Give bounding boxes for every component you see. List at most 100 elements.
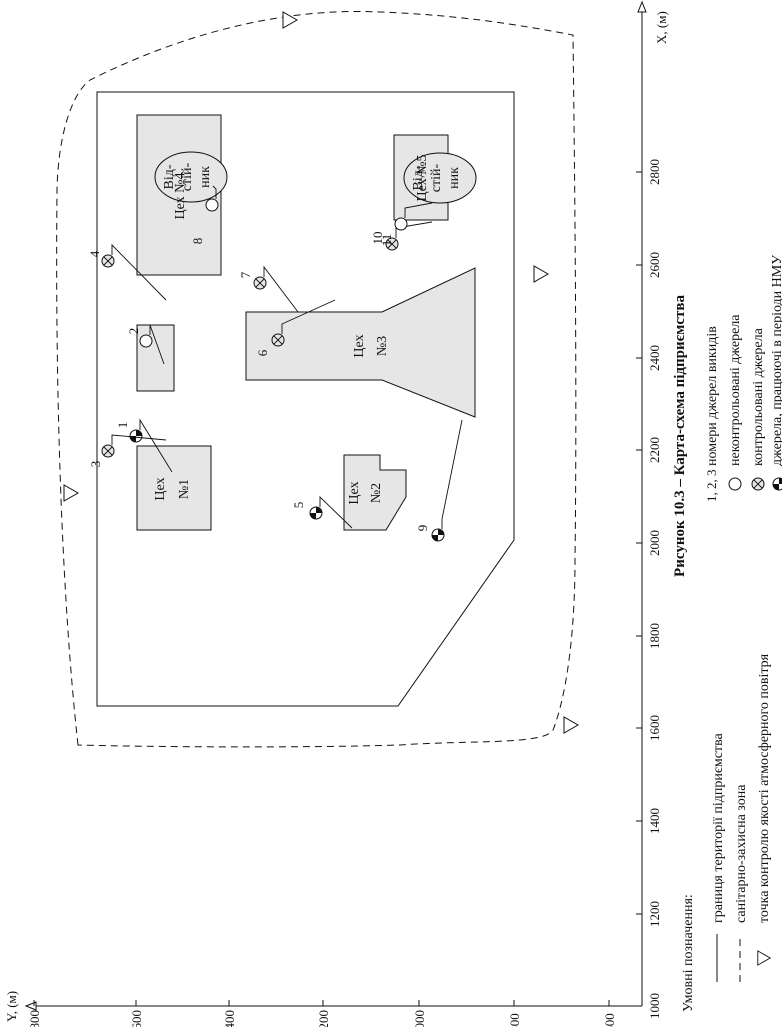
controlled-source-icon bbox=[101, 254, 115, 268]
monitoring-point-3 bbox=[63, 484, 79, 502]
source-number: 8 bbox=[190, 238, 205, 245]
shop-2-label-line2: №2 bbox=[369, 483, 384, 503]
source-number: 3 bbox=[88, 461, 103, 468]
enterprise-boundary bbox=[96, 91, 515, 707]
source-leader-line bbox=[404, 202, 433, 218]
settler-left-label-line2: стій- bbox=[180, 162, 195, 191]
legend-title: Умовні позначення: bbox=[681, 894, 696, 1012]
source-number: 1 bbox=[115, 422, 130, 429]
shop-1-building bbox=[136, 445, 212, 531]
shop-1-label-line2: №1 bbox=[177, 479, 192, 499]
shop-5-label: Цех №5 bbox=[415, 155, 430, 202]
source-number: 6 bbox=[255, 349, 270, 356]
legend-nmu-icon bbox=[772, 477, 782, 491]
x-axis-arrow bbox=[637, 0, 647, 13]
settler-right-label-line1: Від- bbox=[411, 165, 426, 190]
x-tick-label: 1400 bbox=[647, 808, 662, 834]
settler-right bbox=[403, 152, 477, 204]
emission-source-2: 2 bbox=[126, 324, 165, 365]
unnamed-building bbox=[136, 324, 175, 392]
emission-source-8: 8 bbox=[190, 185, 219, 245]
figure-caption: Рисунок 10.3 – Карта-схема підприємства bbox=[672, 295, 688, 577]
shop-2-building bbox=[343, 454, 407, 531]
y-tick-label: 600 bbox=[602, 1013, 617, 1027]
sanitary-protection-zone bbox=[56, 10, 577, 748]
legend-nmu-text: джерела, працюючі в періоди НМУ bbox=[770, 255, 782, 466]
y-tick-label: 1600 bbox=[129, 1010, 144, 1027]
legend-boundary-text: границя території підприємства bbox=[711, 732, 726, 923]
x-tick-label: 2400 bbox=[647, 345, 662, 371]
buildings bbox=[136, 114, 477, 531]
x-tick-label: 2000 bbox=[647, 530, 662, 556]
shop-2-label-line1: Цех bbox=[347, 481, 362, 504]
x-tick-label: 2800 bbox=[647, 159, 662, 185]
axes: 1000120014001600180020002200240026002800… bbox=[4, 0, 669, 1027]
y-tick-label: 800 bbox=[507, 1013, 522, 1027]
x-tick-label: 2200 bbox=[647, 437, 662, 463]
emission-source-3: 3 bbox=[88, 434, 167, 468]
shop-3-label-line1: Цех bbox=[352, 334, 367, 357]
uncontrolled-source-icon bbox=[205, 198, 219, 212]
settler-right-label-line2: стій- bbox=[429, 163, 444, 192]
emission-source-4: 4 bbox=[87, 243, 167, 301]
x-tick-label: 2600 bbox=[647, 252, 662, 278]
building-labels: Цех №1 Цех №2 Цех №3 Цех №4 Цех №5 Від- … bbox=[153, 155, 462, 505]
legend-uncontrolled-icon bbox=[728, 477, 742, 491]
legend: Умовні позначення: границя території під… bbox=[681, 255, 782, 1012]
monitoring-point-4 bbox=[563, 716, 579, 734]
source-number: 2 bbox=[126, 328, 141, 335]
legend-monitoring-text: точка контролю якості атмосферного повіт… bbox=[757, 653, 772, 923]
source-number: 10 bbox=[370, 232, 385, 245]
emission-source-11: 11 bbox=[379, 202, 433, 247]
source-number: 4 bbox=[87, 250, 102, 257]
x-tick-label: 1200 bbox=[647, 901, 662, 927]
emission-source-6: 6 bbox=[255, 299, 336, 356]
source-leader-line bbox=[212, 185, 217, 199]
source-leader-line bbox=[149, 324, 165, 365]
controlled-source-icon bbox=[253, 276, 267, 290]
legend-numbers-text: номери джерел викидів bbox=[705, 326, 720, 466]
legend-controlled-icon bbox=[751, 477, 765, 491]
y-tick-label: 1800 bbox=[27, 1010, 42, 1027]
source-leader-line bbox=[111, 434, 167, 445]
controlled-source-icon bbox=[101, 444, 115, 458]
source-leader-line bbox=[263, 265, 299, 313]
x-tick-label: 1600 bbox=[647, 715, 662, 741]
shop-3-building bbox=[245, 267, 476, 418]
monitoring-point-2 bbox=[533, 265, 549, 283]
legend-szz-text: санітарно-захисна зона bbox=[734, 784, 749, 923]
x-tick-label: 1000 bbox=[647, 993, 662, 1019]
source-leader-line bbox=[441, 419, 463, 529]
legend-numbers-sample: 1, 2, 3 bbox=[704, 470, 719, 503]
controlled-source-icon bbox=[271, 333, 285, 347]
source-leader-line bbox=[281, 299, 336, 334]
source-leader-line bbox=[111, 243, 167, 301]
uncontrolled-source-icon bbox=[394, 217, 408, 231]
source-leader-line bbox=[319, 495, 353, 529]
emission-source-9: 9 bbox=[415, 419, 463, 542]
source-leader-line bbox=[139, 418, 173, 473]
settler-left-label-line3: ник bbox=[198, 166, 213, 188]
source-number: 9 bbox=[415, 525, 430, 532]
shop-3-label-line2: №3 bbox=[375, 336, 390, 356]
settler-left bbox=[154, 151, 228, 203]
monitoring-point-1 bbox=[282, 11, 298, 29]
y-axis-label: Y, (м) bbox=[4, 991, 19, 1022]
settler-left-label-line1: Від- bbox=[162, 164, 177, 189]
nmu-source-icon bbox=[309, 506, 323, 520]
settler-right-label-line3: ник bbox=[447, 167, 462, 189]
legend-uncontrolled-text: неконтрольовані джерела bbox=[728, 314, 743, 466]
nmu-source-icon bbox=[129, 429, 143, 443]
y-axis-ticks: 1800 1600 1400 1200 1000 800 600 bbox=[27, 1000, 617, 1027]
y-tick-label: 1400 bbox=[222, 1010, 237, 1027]
emission-source-5: 5 bbox=[291, 495, 353, 529]
shop-1-label-line1: Цех bbox=[153, 477, 168, 500]
y-tick-label: 1200 bbox=[316, 1010, 331, 1027]
emission-source-1: 1 bbox=[115, 418, 173, 473]
source-number: 11 bbox=[379, 234, 394, 247]
y-tick-label: 1000 bbox=[412, 1010, 427, 1027]
shop-4-label: Цех №4 bbox=[173, 173, 188, 220]
